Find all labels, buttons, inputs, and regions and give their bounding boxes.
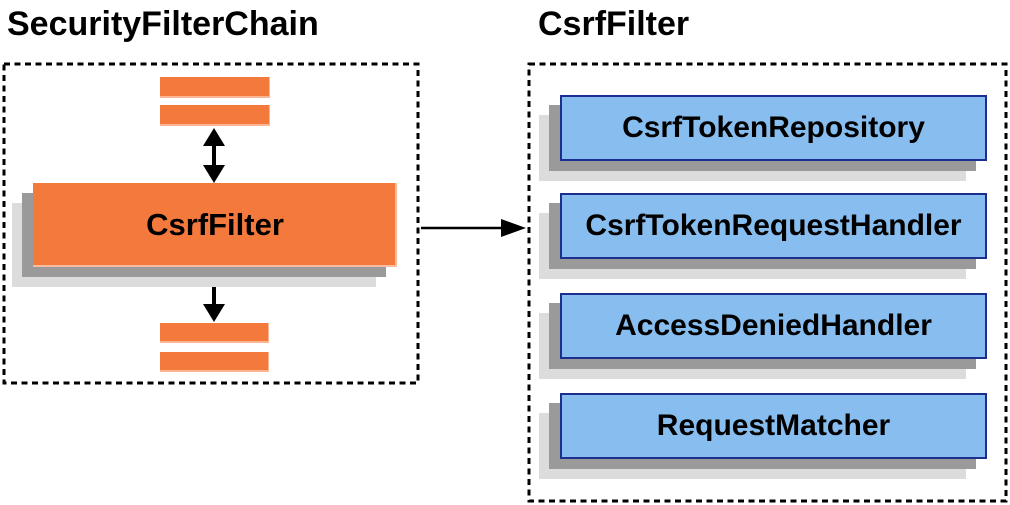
component-box-csrf-token-repository: CsrfTokenRepository (560, 95, 987, 161)
csrf-filter-box-label: CsrfFilter (146, 207, 284, 242)
component-label: RequestMatcher (656, 409, 891, 442)
component-box-access-denied-handler: AccessDeniedHandler (560, 293, 987, 359)
csrf-filter-dashed-border (527, 62, 1008, 503)
other-filter-bar-2 (160, 105, 270, 126)
component-box-csrf-token-request-handler: CsrfTokenRequestHandler (560, 193, 987, 259)
other-filter-bar-4 (160, 352, 269, 372)
other-filter-bar-3 (160, 323, 269, 343)
bidirectional-arrow-icon-top (203, 128, 225, 183)
component-label: CsrfTokenRepository (622, 111, 925, 144)
other-filter-bar-1 (160, 77, 270, 98)
security-filter-chain-dashed-border (2, 62, 420, 385)
component-label: AccessDeniedHandler (615, 309, 932, 342)
flow-arrow-icon (421, 219, 526, 237)
csrf-filter-box: CsrfFilter (33, 183, 397, 267)
component-label: CsrfTokenRequestHandler (585, 209, 962, 242)
component-box-request-matcher: RequestMatcher (560, 393, 987, 459)
csrf-filter-title: CsrfFilter (538, 5, 690, 43)
security-filter-chain-title: SecurityFilterChain (7, 5, 319, 43)
bidirectional-arrow-icon-bottom (203, 267, 225, 322)
